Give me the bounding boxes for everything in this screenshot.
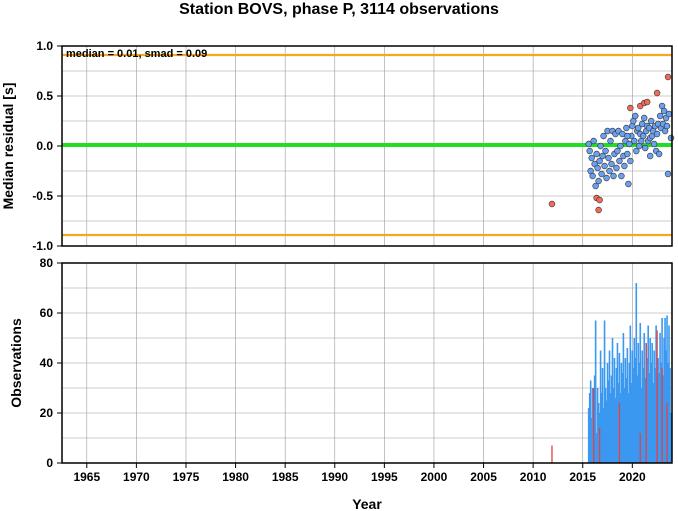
- observations-y-tick-label: 20: [40, 406, 54, 420]
- residual-point: [598, 170, 605, 178]
- residual-point: [601, 162, 608, 170]
- residual-y-tick-label: -1.0: [32, 239, 53, 253]
- residual-point: [607, 137, 614, 145]
- residual-point: [596, 157, 603, 165]
- outlier-point: [548, 200, 556, 208]
- residual-point: [640, 132, 647, 140]
- observations-y-tick-label: 0: [46, 456, 53, 470]
- residual-point: [608, 160, 615, 168]
- x-tick-label: 2020: [619, 470, 646, 484]
- residual-point: [664, 170, 672, 178]
- x-tick-label: 1985: [272, 470, 299, 484]
- x-tick-label: 1975: [173, 470, 200, 484]
- outlier-point: [653, 89, 661, 97]
- residual-y-axis-label: Median residual [s]: [0, 83, 16, 210]
- observations-panel: 0 20 40 60 80 1965 1970 1975 1980 1985 1990 1995 20…: [8, 256, 673, 511]
- residual-point: [617, 142, 624, 150]
- residual-point: [614, 147, 621, 155]
- residual-point: [585, 140, 592, 148]
- x-tick-label: 1995: [371, 470, 398, 484]
- residual-point: [624, 150, 631, 158]
- x-tick-label: 2015: [569, 470, 596, 484]
- residual-point: [627, 157, 634, 165]
- residual-point: [656, 112, 664, 120]
- residual-point: [603, 174, 610, 182]
- year-x-axis-label: Year: [352, 496, 382, 511]
- residual-point: [586, 147, 593, 155]
- residual-y-tick-label: 0.5: [36, 89, 53, 103]
- residual-point: [597, 142, 604, 150]
- residual-point: [655, 150, 663, 158]
- residual-point: [624, 132, 631, 140]
- observations-y-tick-label: 40: [40, 356, 54, 370]
- x-tick-label: 1980: [222, 470, 249, 484]
- observations-y-axis-label: Observations: [8, 318, 24, 408]
- residual-point: [594, 164, 601, 172]
- residual-point: [626, 140, 633, 148]
- residual-point: [632, 112, 639, 120]
- residual-point: [602, 147, 609, 155]
- outlier-point: [595, 206, 602, 214]
- observations-bars: [551, 283, 672, 463]
- year-x-ticks: 1965 1970 1975 1980 1985 1990 1995 2000 2005 2010…: [73, 463, 646, 484]
- residual-point: [599, 152, 606, 160]
- residual-point: [605, 154, 612, 162]
- residual-point: [616, 157, 623, 165]
- residual-point: [667, 134, 675, 142]
- residual-point: [642, 144, 649, 152]
- residual-point: [635, 124, 642, 132]
- residual-point: [631, 137, 638, 145]
- residual-point: [600, 132, 607, 140]
- outlier-point: [596, 196, 603, 204]
- outlier-point: [644, 98, 651, 106]
- observations-grid: [62, 263, 672, 463]
- x-tick-label: 2005: [470, 470, 497, 484]
- observations-y-ticks: 0 20 40 60 80: [40, 256, 62, 470]
- residual-point: [650, 140, 658, 148]
- x-tick-label: 1990: [321, 470, 348, 484]
- residual-point: [590, 137, 597, 145]
- chart-title: Station BOVS, phase P, 3114 observations: [179, 1, 499, 18]
- residual-point: [606, 167, 613, 175]
- residual-point: [595, 177, 602, 185]
- observations-y-tick-label: 60: [40, 306, 54, 320]
- outlier-point: [627, 104, 634, 112]
- residual-point: [625, 180, 632, 188]
- residual-point: [646, 152, 654, 160]
- residual-point: [641, 114, 648, 122]
- x-tick-label: 1970: [123, 470, 150, 484]
- residual-point: [647, 117, 655, 125]
- outlier-point: [664, 73, 672, 81]
- residual-point: [665, 110, 673, 118]
- residual-point: [588, 154, 595, 162]
- residual-point: [623, 124, 630, 132]
- residual-panel: median = 0.01, smad = 0.09 -1.0 -0.5 0.0 0.…: [0, 39, 675, 253]
- residual-point: [633, 147, 640, 155]
- residual-point: [613, 164, 620, 172]
- residual-point: [660, 107, 668, 115]
- residual-point: [589, 172, 596, 180]
- residual-point: [618, 172, 625, 180]
- residual-point: [621, 162, 628, 170]
- observations-y-tick-label: 80: [40, 256, 54, 270]
- residual-point: [610, 172, 617, 180]
- residual-point: [663, 122, 671, 130]
- residual-points: [548, 73, 675, 214]
- x-tick-label: 2010: [520, 470, 547, 484]
- x-tick-label: 1965: [73, 470, 100, 484]
- statistics-annotation: median = 0.01, smad = 0.09: [66, 48, 207, 60]
- residual-point: [653, 130, 661, 138]
- residual-y-tick-label: 0.0: [36, 139, 53, 153]
- residual-y-tick-label: 1.0: [36, 39, 53, 53]
- residual-y-tick-label: -0.5: [32, 189, 53, 203]
- residual-point: [592, 182, 599, 190]
- residual-y-ticks: -1.0 -0.5 0.0 0.5 1.0: [32, 39, 62, 253]
- residual-reference-lines: [62, 53, 672, 237]
- x-tick-label: 2000: [421, 470, 448, 484]
- residual-point: [593, 150, 600, 158]
